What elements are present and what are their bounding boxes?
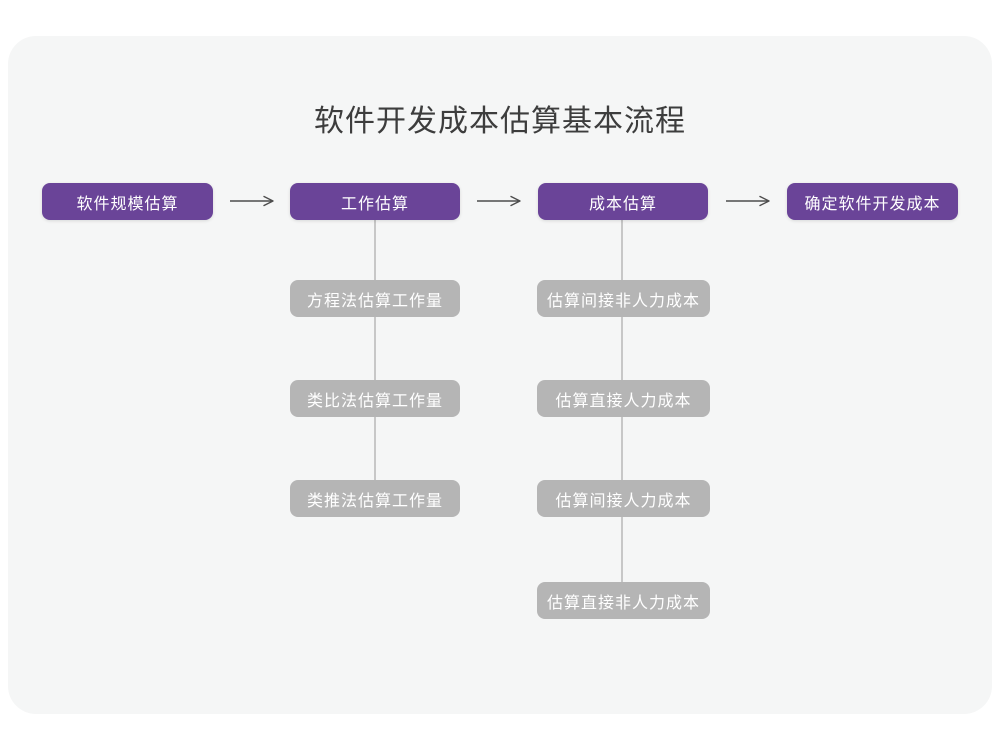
arrow-right-icon — [477, 195, 521, 207]
step-node-determine-development-cost: 确定软件开发成本 — [787, 183, 958, 220]
cost-node-label: 估算间接非人力成本 — [546, 292, 700, 310]
cost-node-label: 估算间接人力成本 — [555, 492, 692, 510]
cost-node-direct-non-labor: 估算直接非人力成本 — [537, 582, 710, 619]
step-node-work-estimation: 工作估算 — [290, 183, 460, 220]
method-node-extrapolation: 类推法估算工作量 — [290, 480, 460, 517]
method-node-label: 方程法估算工作量 — [306, 292, 443, 310]
step-node-label: 确定软件开发成本 — [804, 195, 941, 213]
arrow-right-icon — [726, 195, 770, 207]
method-node-equation: 方程法估算工作量 — [290, 280, 460, 317]
cost-node-label: 估算直接人力成本 — [555, 392, 692, 410]
method-node-analogy: 类比法估算工作量 — [290, 380, 460, 417]
flowchart-panel — [8, 36, 992, 714]
step-node-label: 软件规模估算 — [76, 195, 179, 213]
method-node-label: 类推法估算工作量 — [306, 492, 443, 510]
cost-node-label: 估算直接非人力成本 — [546, 594, 700, 612]
step-node-label: 工作估算 — [340, 195, 409, 213]
cost-node-indirect-non-labor: 估算间接非人力成本 — [537, 280, 710, 317]
cost-node-indirect-labor: 估算间接人力成本 — [537, 480, 710, 517]
cost-node-direct-labor: 估算直接人力成本 — [537, 380, 710, 417]
connector-line-work-column — [374, 219, 376, 489]
step-node-cost-estimation: 成本估算 — [538, 183, 708, 220]
method-node-label: 类比法估算工作量 — [306, 392, 443, 410]
step-node-software-scale-estimation: 软件规模估算 — [42, 183, 213, 220]
diagram-title: 软件开发成本估算基本流程 — [314, 105, 686, 138]
step-node-label: 成本估算 — [588, 195, 657, 213]
arrow-right-icon — [230, 195, 274, 207]
